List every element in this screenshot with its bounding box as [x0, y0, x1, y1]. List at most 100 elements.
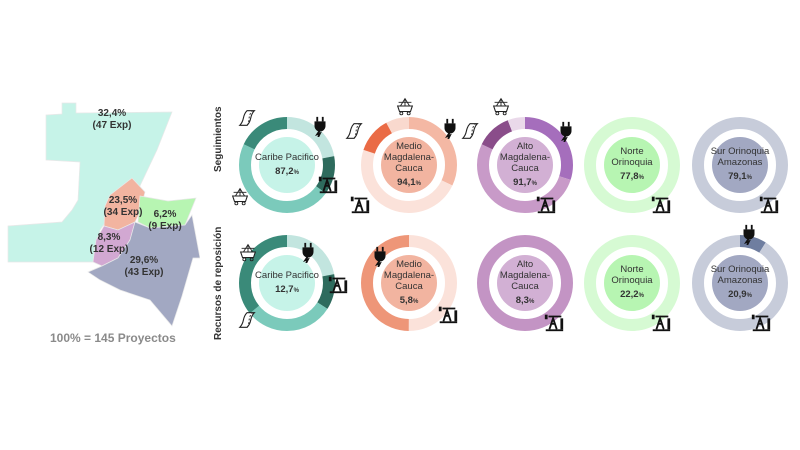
- donut-percent: 12,7%: [275, 284, 299, 297]
- donut-name-line: Caribe Pacifico: [255, 151, 319, 163]
- map-pct: 6,2%: [153, 209, 177, 220]
- donut-name-line: Sur Orinoquia: [710, 264, 770, 275]
- percent-sign: %: [293, 169, 299, 176]
- donut-segment: [361, 235, 457, 331]
- donut-center: [497, 137, 553, 193]
- road-icon: [237, 309, 259, 331]
- map-pct: 32,4%: [97, 108, 127, 119]
- oil-pump-icon: [317, 173, 339, 195]
- donut-center: [259, 137, 315, 193]
- donut-percent: 91,7%: [513, 177, 537, 190]
- power-plug-icon: [309, 115, 331, 138]
- percent-value: 87,2: [275, 165, 294, 177]
- percent-value: 8,3: [515, 294, 529, 306]
- donut-name-line: Orinoquia: [611, 157, 653, 168]
- donut-name-line: Alto: [516, 258, 534, 270]
- donut-segment: [584, 235, 680, 331]
- donut-name-line: Amazonas: [717, 157, 763, 168]
- donut-name-line: Cauca: [511, 280, 539, 292]
- percent-sign: %: [412, 298, 419, 305]
- percent-value: 22,2: [620, 289, 639, 300]
- donut-label: Caribe Pacifico 12,7%: [232, 228, 342, 338]
- donut-percent: 79,1%: [728, 171, 752, 184]
- map-exp: (47 Exp): [92, 120, 132, 131]
- donut-percent: 94,1%: [397, 177, 421, 190]
- donut-segment: [361, 117, 457, 213]
- percent-sign: %: [528, 298, 535, 305]
- donut-segment: [477, 117, 573, 213]
- donut-segment: [692, 235, 788, 331]
- map-exp: (34 Exp): [103, 207, 143, 218]
- donut-name-line: Sur Orinoquia: [710, 146, 770, 157]
- percent-sign: %: [746, 293, 752, 299]
- donut-name-line: Magdalena-: [383, 151, 435, 163]
- oil-pump-icon: [650, 193, 672, 215]
- power-plug-icon: [439, 117, 461, 140]
- donut-name-line: Medio: [396, 140, 422, 152]
- power-plug-icon: [555, 120, 577, 143]
- map-region-sur-orinoquia: [87, 214, 200, 327]
- donut-segment: [239, 117, 335, 213]
- donut-name-line: Alto: [516, 140, 534, 152]
- map-exp: (43 Exp): [124, 267, 164, 278]
- power-plug-icon: [369, 245, 391, 268]
- map-label-norte: 6,2%(9 Exp): [148, 209, 181, 233]
- donut-center: [604, 255, 660, 311]
- donut-segment: [239, 235, 335, 331]
- power-plug-icon: [297, 241, 319, 264]
- percent-sign: %: [638, 293, 644, 299]
- donut-center: [381, 255, 437, 311]
- donut-percent: 77,8%: [620, 171, 644, 184]
- map-label-medio: 23,5%(34 Exp): [104, 195, 143, 219]
- donut-name-line: Cauca: [395, 162, 423, 174]
- donut-name-line: Magdalena-: [499, 269, 551, 281]
- road-icon: [460, 120, 482, 142]
- donut-percent: 22,2%: [620, 289, 644, 302]
- donut-segment: [477, 235, 573, 331]
- donut-name-line: Magdalena-: [383, 269, 435, 281]
- oil-pump-icon: [750, 311, 772, 333]
- donut-segment: [239, 235, 335, 331]
- donut-name-line: Magdalena-: [499, 151, 551, 163]
- map-exp: (12 Exp): [89, 244, 129, 255]
- donut-segment: [584, 117, 680, 213]
- mining-cart-icon: [229, 185, 251, 207]
- percent-value: 77,8: [620, 171, 639, 182]
- mining-cart-icon: [237, 241, 259, 263]
- donut-name-line: Amazonas: [717, 275, 763, 286]
- oil-pump-icon: [349, 193, 371, 215]
- donut-center: [712, 255, 768, 311]
- percent-sign: %: [746, 175, 752, 181]
- oil-pump-icon: [650, 311, 672, 333]
- map-label-sur: 29,6%(43 Exp): [125, 255, 164, 279]
- total-projects: 100% = 145 Proyectos: [50, 331, 176, 345]
- map-label-alto: 8,3%(12 Exp): [90, 232, 129, 256]
- map-exp: (9 Exp): [148, 221, 182, 232]
- donut-center: [381, 137, 437, 193]
- donut-name-line: Medio: [396, 258, 422, 270]
- power-plug-icon: [738, 223, 760, 246]
- map-pct: 29,6%: [129, 255, 159, 266]
- region-map: [7, 102, 200, 327]
- donut-name-line: Caribe Pacifico: [255, 269, 319, 281]
- donut-caribe-pacifico: Caribe Pacifico 87,2%: [232, 110, 342, 220]
- oil-pump-icon: [758, 193, 780, 215]
- donut-center: [604, 137, 660, 193]
- percent-value: 79,1: [728, 171, 747, 182]
- donut-name-line: Cauca: [511, 162, 539, 174]
- donut-percent: 20,9%: [728, 289, 752, 302]
- map-pct: 8,3%: [97, 232, 121, 243]
